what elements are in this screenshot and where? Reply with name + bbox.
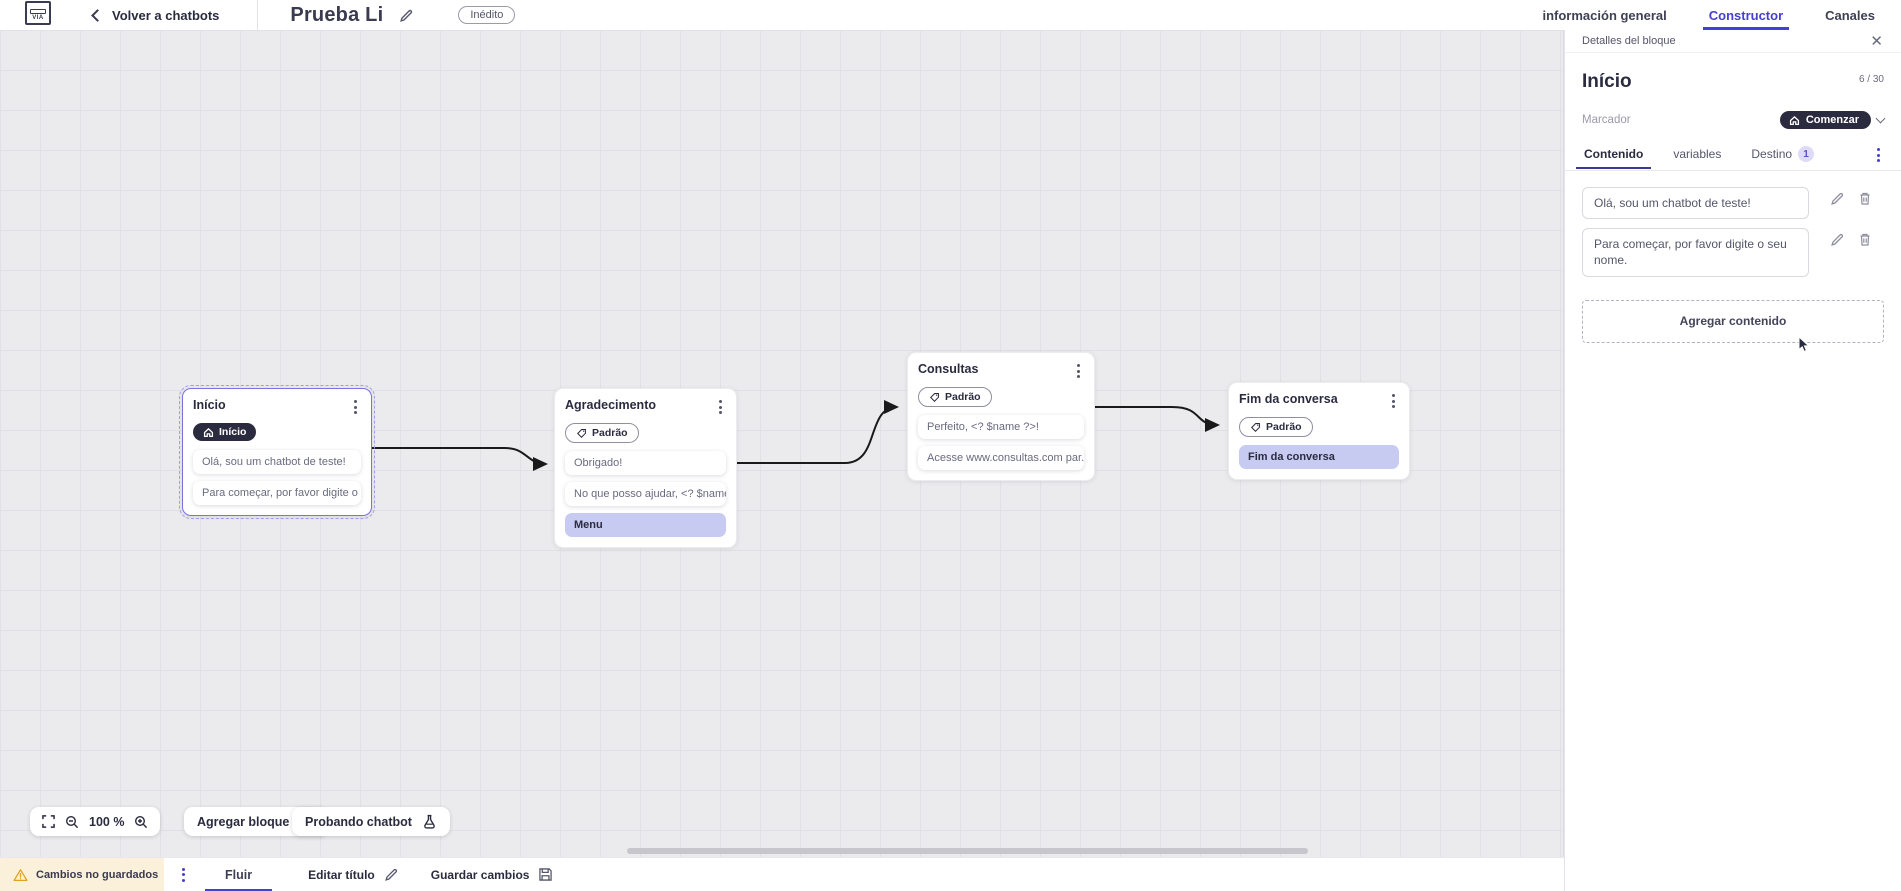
node-message[interactable]: Obrigado!	[565, 450, 726, 475]
tag-icon	[576, 428, 587, 439]
flask-icon	[422, 814, 437, 829]
edit-pencil-icon[interactable]	[1830, 232, 1845, 247]
divider	[257, 0, 259, 32]
chevron-down-icon[interactable]	[1875, 113, 1886, 124]
test-chatbot-button[interactable]: Probando chatbot	[292, 807, 450, 836]
panel-tabs: Contenido variables Destino 1	[1565, 145, 1901, 171]
node-fim-da-conversa[interactable]: Fim da conversa Padrão Fim da conversa	[1228, 382, 1410, 480]
tab-fluir[interactable]: Fluir	[201, 858, 276, 891]
node-menu-row[interactable]: Menu	[565, 512, 726, 537]
node-badge-padrao: Padrão	[918, 387, 992, 407]
node-badge-padrao: Padrão	[565, 423, 639, 443]
back-label: Volver a chatbots	[112, 7, 220, 23]
footer-menu-icon[interactable]	[178, 866, 189, 884]
node-message[interactable]: Acesse www.consultas.com par...	[918, 445, 1084, 470]
node-menu-row[interactable]: Fim da conversa	[1239, 444, 1399, 469]
node-menu-icon[interactable]	[1073, 362, 1084, 380]
marker-start-button[interactable]: Comenzar	[1779, 111, 1871, 129]
node-message[interactable]: Olá, sou um chatbot de teste!	[193, 449, 361, 474]
tab-informacion-general[interactable]: información general	[1542, 7, 1667, 23]
zoom-in-icon[interactable]	[134, 815, 148, 829]
tab-destino[interactable]: Destino 1	[1749, 146, 1816, 170]
chevron-left-icon	[91, 8, 104, 22]
warning-triangle-icon	[13, 868, 28, 882]
node-message[interactable]: Para começar, por favor digite o ...	[193, 480, 361, 505]
add-content-button[interactable]: Agregar contenido	[1582, 299, 1884, 343]
message-text-box[interactable]: Para começar, por favor digite o seu nom…	[1582, 228, 1809, 277]
content-item: Olá, sou um chatbot de teste!	[1582, 187, 1884, 220]
save-changes-button[interactable]: Guardar cambios	[431, 867, 554, 882]
content-list: Olá, sou um chatbot de teste!	[1582, 187, 1884, 277]
unsaved-changes-label: Cambios no guardados	[36, 868, 159, 881]
horizontal-scrollbar[interactable]	[627, 848, 1308, 854]
tag-icon	[1250, 422, 1261, 433]
edit-title-button[interactable]: Editar título	[308, 867, 399, 882]
tab-canales[interactable]: Canales	[1825, 7, 1875, 23]
trash-icon[interactable]	[1858, 232, 1872, 247]
home-icon	[1789, 115, 1800, 126]
zoom-toolbar: 100 %	[30, 807, 161, 836]
save-icon	[538, 867, 553, 882]
panel-title: Detalles del bloque	[1582, 35, 1676, 47]
node-title: Início	[193, 398, 226, 412]
destino-count-badge: 1	[1798, 146, 1815, 162]
node-message[interactable]: No que posso ajudar, <? $name ...	[565, 481, 726, 506]
node-title: Agradecimento	[565, 398, 656, 412]
logo-text: VIA	[32, 15, 44, 21]
node-badge-start: Início	[193, 423, 257, 441]
node-menu-icon[interactable]	[1388, 392, 1399, 410]
content-item: Para começar, por favor digite o seu nom…	[1582, 228, 1884, 277]
tab-constructor[interactable]: Constructor	[1702, 0, 1790, 30]
edit-title-pencil-icon[interactable]	[399, 8, 414, 23]
unsaved-changes-warning: Cambios no guardados	[0, 857, 164, 891]
node-consultas[interactable]: Consultas Padrão Perfeito, <? $name ?>! …	[907, 352, 1095, 481]
tag-icon	[929, 392, 940, 403]
edit-pencil-icon[interactable]	[1830, 191, 1845, 206]
node-title: Consultas	[918, 362, 979, 376]
node-agradecimento[interactable]: Agradecimento Padrão Obrigado! No que po…	[554, 388, 737, 548]
tab-contenido[interactable]: Contenido	[1575, 147, 1652, 169]
trash-icon[interactable]	[1858, 191, 1872, 206]
block-counter: 6 / 30	[1858, 74, 1884, 85]
block-details-panel: Detalles del bloque ✕ Início 6 / 30 Marc…	[1564, 30, 1901, 891]
zoom-level: 100 %	[89, 814, 125, 829]
zoom-out-icon[interactable]	[65, 815, 79, 829]
bottom-bar: Cambios no guardados Fluir Editar título…	[0, 857, 1564, 891]
pencil-icon	[384, 867, 399, 882]
node-badge-padrao: Padrão	[1239, 417, 1313, 437]
home-icon	[203, 427, 214, 438]
node-message[interactable]: Perfeito, <? $name ?>!	[918, 414, 1084, 439]
message-text-box[interactable]: Olá, sou um chatbot de teste!	[1582, 187, 1809, 220]
flow-canvas[interactable]: Início Início Olá, sou um chatbot de tes…	[0, 30, 1564, 857]
back-to-chatbots-button[interactable]: Volver a chatbots	[91, 7, 220, 23]
panel-tabs-menu-icon[interactable]	[1873, 146, 1884, 164]
top-bar: VIA Volver a chatbots Prueba Li Inédito …	[0, 0, 1901, 32]
tab-variables[interactable]: variables	[1673, 147, 1722, 161]
fullscreen-icon[interactable]	[42, 815, 55, 828]
node-menu-icon[interactable]	[350, 398, 361, 416]
chatbot-title: Prueba Li	[290, 3, 384, 26]
status-badge: Inédito	[458, 6, 516, 24]
top-tabs: información general Constructor Canales	[1540, 0, 1877, 30]
mouse-cursor	[1796, 335, 1812, 359]
node-title: Fim da conversa	[1239, 392, 1338, 406]
logo-shape	[30, 9, 46, 14]
app-logo-icon[interactable]: VIA	[25, 1, 51, 25]
marker-label: Marcador	[1582, 114, 1631, 126]
block-name: Início	[1582, 71, 1632, 92]
node-inicio[interactable]: Início Início Olá, sou um chatbot de tes…	[179, 385, 375, 519]
close-icon[interactable]: ✕	[1870, 32, 1883, 50]
node-menu-icon[interactable]	[715, 398, 726, 416]
